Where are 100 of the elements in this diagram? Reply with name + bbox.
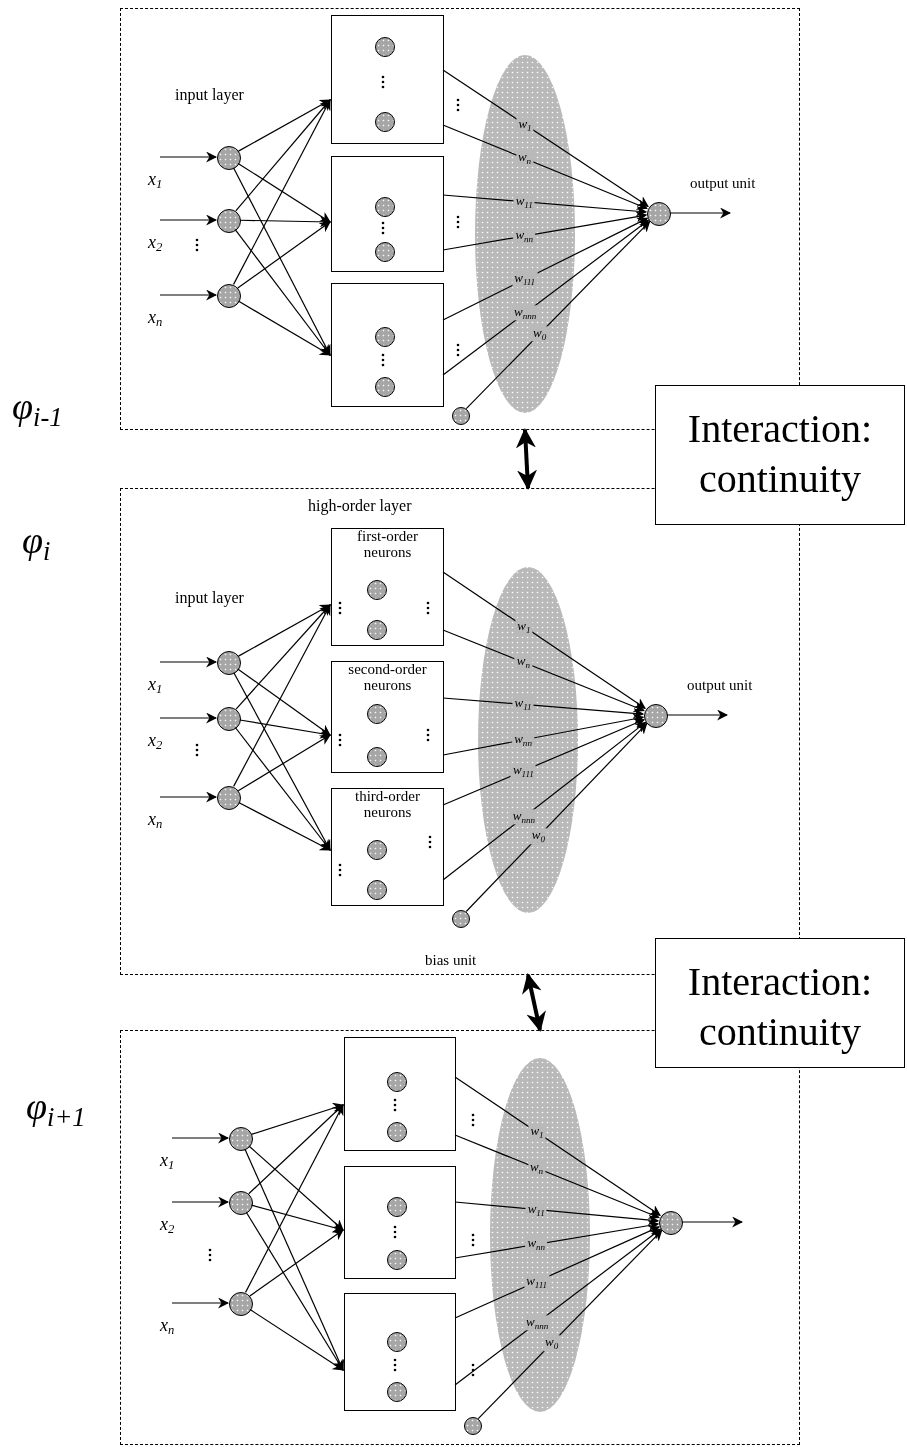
interaction-label: Interaction: continuity	[686, 958, 874, 1056]
neuron-circle	[375, 377, 395, 397]
neuron-circle	[387, 1382, 407, 1402]
neuron-group-label: second-order neurons	[347, 662, 428, 694]
neuron-circle	[387, 1332, 407, 1352]
double-arrow	[522, 973, 546, 1032]
arrow	[159, 791, 218, 803]
arrow	[249, 1308, 344, 1371]
layer-label: input layer	[175, 589, 244, 607]
weight-label: w$_{11}$	[513, 194, 535, 210]
arrow	[442, 697, 645, 719]
arrow	[244, 1148, 344, 1371]
arrow	[442, 571, 646, 709]
neuron-circle	[375, 197, 395, 217]
input-variable-label: x$_{n}$	[148, 810, 163, 832]
neuron-circle	[217, 786, 241, 810]
neuron-group-box	[331, 283, 444, 407]
input-variable-label: x$_{2}$	[148, 731, 163, 753]
weight-label: w$_{111}$	[512, 271, 538, 287]
weight-label: w$_{0}$	[529, 828, 547, 845]
neuron-circle	[375, 37, 395, 57]
arrow	[248, 1145, 344, 1231]
arrow	[442, 69, 649, 207]
neuron-circle	[452, 910, 470, 928]
arrow	[237, 221, 331, 289]
neuron-group-box	[344, 1166, 456, 1279]
arrow	[237, 300, 331, 356]
weight-label: w$_{nn}$	[525, 1236, 548, 1253]
arrow	[171, 1132, 230, 1144]
arrow	[250, 1102, 345, 1135]
neuron-circle	[387, 1072, 407, 1092]
arrow	[454, 1076, 661, 1216]
weight-label: w$_{111}$	[510, 763, 536, 779]
arrow	[454, 1228, 662, 1386]
arrow	[237, 99, 331, 152]
weight-label: w$_{1}$	[528, 1124, 546, 1140]
weight-label: w$_{nnn}$	[524, 1315, 551, 1331]
arrow	[454, 1220, 660, 1259]
neuron-circle	[229, 1292, 253, 1316]
neuron-circle	[387, 1122, 407, 1142]
neuron-group-box	[344, 1293, 456, 1411]
arrow	[442, 124, 648, 210]
arrow	[454, 1134, 660, 1219]
arrow	[237, 734, 331, 792]
neuron-group-label: third-order neurons	[354, 789, 421, 821]
unit-label: output unit	[687, 677, 753, 694]
input-variable-label: x$_{n}$	[148, 308, 163, 330]
layer-label: high-order layer	[308, 497, 412, 515]
arrow	[159, 151, 218, 163]
arrow	[245, 1211, 344, 1371]
arrow	[442, 713, 645, 756]
neuron-group-box	[331, 15, 444, 144]
neuron-circle	[387, 1197, 407, 1217]
neuron-circle	[229, 1191, 253, 1215]
weight-label: w$_{nn}$	[513, 228, 536, 244]
input-variable-label: x$_{2}$	[160, 1215, 175, 1237]
arrow	[239, 719, 332, 739]
arrow	[249, 1229, 344, 1297]
neuron-circle	[367, 747, 387, 767]
neuron-circle	[367, 580, 387, 600]
arrow	[159, 712, 218, 724]
arrow	[232, 99, 331, 285]
arrow	[159, 289, 218, 301]
neuron-circle	[375, 112, 395, 132]
interaction-box	[655, 385, 905, 525]
neuron-circle	[229, 1127, 253, 1151]
neuron-circle	[647, 202, 671, 226]
neuron-circle	[659, 1211, 683, 1235]
weight-label: w$_{0}$	[543, 1335, 561, 1352]
arrow	[454, 1201, 660, 1226]
arrow	[238, 801, 331, 851]
neuron-circle	[367, 840, 387, 860]
arrow	[234, 726, 331, 851]
arrow	[235, 99, 331, 212]
neuron-group-box	[331, 661, 444, 773]
arrow	[171, 1196, 230, 1208]
arrow	[681, 1216, 744, 1228]
arrow	[237, 162, 331, 223]
arrow	[248, 1104, 344, 1195]
arrow	[233, 604, 331, 787]
arrow	[442, 629, 645, 712]
neuron-group-box	[344, 1037, 456, 1151]
neuron-circle	[387, 1250, 407, 1270]
arrow	[442, 721, 647, 881]
neuron-circle	[452, 407, 470, 425]
interaction-label: Interaction: continuity	[686, 405, 874, 503]
arrow	[465, 722, 648, 913]
input-variable-label: x$_{1}$	[148, 170, 163, 192]
arrow	[171, 1297, 230, 1309]
neuron-group-box	[331, 788, 444, 906]
arrow	[235, 604, 331, 710]
input-variable-label: x$_{n}$	[160, 1316, 175, 1338]
layer-label: input layer	[175, 86, 244, 104]
input-variable-label: x$_{1}$	[160, 1151, 175, 1173]
neuron-circle	[217, 651, 241, 675]
neuron-circle	[217, 209, 241, 233]
neuron-circle	[375, 327, 395, 347]
arrow	[159, 214, 218, 226]
unit-label: output unit	[690, 175, 756, 192]
arrow	[234, 228, 331, 356]
